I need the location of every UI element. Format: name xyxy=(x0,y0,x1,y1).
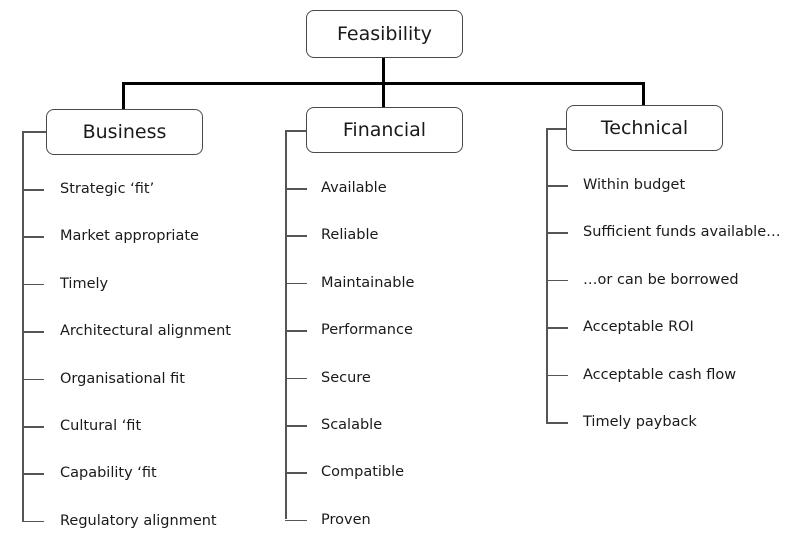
business-item-label: Market appropriate xyxy=(60,228,199,245)
technical-item-label: Within budget xyxy=(583,177,686,193)
financial-drop-line xyxy=(382,82,385,108)
business-item-label: Timely xyxy=(60,275,109,292)
financial-item-tick xyxy=(285,235,307,237)
branch-node-technical-label: Technical xyxy=(600,117,689,139)
financial-item-tick xyxy=(285,330,307,332)
technical-item-label: Sufficient funds available… xyxy=(583,224,781,241)
financial-item-label: Proven xyxy=(321,511,371,528)
branch-node-financial: Financial xyxy=(306,107,463,153)
business-trunk-line xyxy=(22,131,24,521)
financial-item-tick xyxy=(285,519,307,522)
financial-item-label: Compatible xyxy=(321,464,405,481)
technical-item-label: …or can be borrowed xyxy=(583,271,739,288)
business-item-label: Strategic ‘fit’ xyxy=(60,181,155,197)
financial-item-label: Available xyxy=(321,180,387,196)
financial-item-tick xyxy=(285,282,307,285)
financial-trunk-line xyxy=(285,130,287,519)
branch-node-business: Business xyxy=(46,109,203,155)
branch-node-technical: Technical xyxy=(566,105,723,151)
technical-item-tick xyxy=(546,185,568,187)
technical-item-tick xyxy=(546,374,568,377)
business-item-label: Organisational fit xyxy=(60,370,185,387)
business-item-label: Capability ‘fit xyxy=(60,465,157,482)
technical-item-tick xyxy=(546,327,568,329)
financial-trunk-cap xyxy=(285,130,306,132)
financial-item-label: Maintainable xyxy=(321,274,415,291)
branch-node-financial-label: Financial xyxy=(342,119,427,141)
business-item-tick xyxy=(22,520,44,523)
technical-item-tick xyxy=(546,279,568,282)
financial-item-tick xyxy=(285,377,307,380)
financial-item-label: Performance xyxy=(321,322,413,339)
technical-item-tick xyxy=(546,232,568,234)
business-item-tick xyxy=(22,283,44,286)
financial-item-label: Reliable xyxy=(321,227,379,244)
root-stem-line xyxy=(382,57,385,83)
technical-trunk-line xyxy=(546,128,548,422)
business-item-tick xyxy=(22,473,44,475)
financial-item-label: Secure xyxy=(321,369,371,386)
root-node-label: Feasibility xyxy=(337,23,432,45)
technical-item-label: Acceptable cash flow xyxy=(583,366,737,383)
financial-item-tick xyxy=(285,188,307,190)
technical-drop-line xyxy=(642,82,645,108)
business-item-label: Architectural alignment xyxy=(60,323,231,340)
technical-trunk-cap xyxy=(546,128,566,130)
business-trunk-cap xyxy=(22,131,46,133)
technical-item-label: Acceptable ROI xyxy=(583,319,694,336)
financial-item-label: Scalable xyxy=(321,417,383,433)
business-item-tick xyxy=(22,331,44,333)
technical-item-tick xyxy=(546,422,568,424)
business-item-tick xyxy=(22,378,44,381)
business-item-label: Regulatory alignment xyxy=(60,512,217,529)
root-node-feasibility: Feasibility xyxy=(306,10,463,58)
financial-item-tick xyxy=(285,425,307,427)
business-item-tick xyxy=(22,236,44,238)
business-item-tick xyxy=(22,426,44,428)
business-drop-line xyxy=(122,82,125,110)
financial-item-tick xyxy=(285,472,307,474)
business-item-tick xyxy=(22,189,44,191)
branch-node-business-label: Business xyxy=(82,121,167,143)
business-item-label: Cultural ‘fit xyxy=(60,418,142,434)
technical-item-label: Timely payback xyxy=(583,414,697,430)
